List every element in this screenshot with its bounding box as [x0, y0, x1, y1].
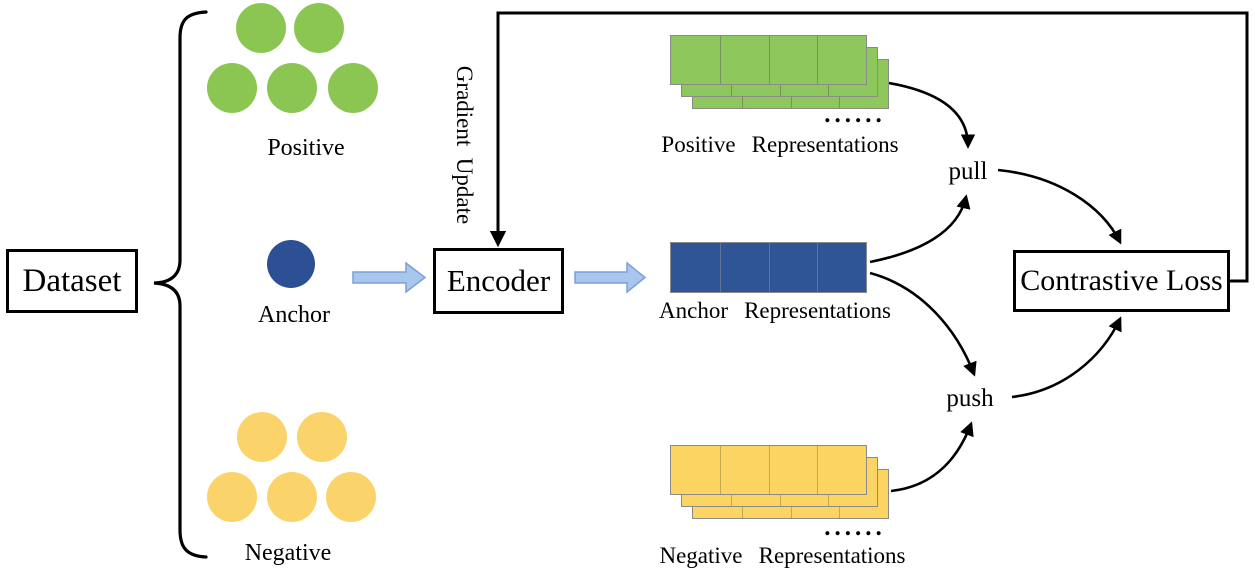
rep-cell [671, 243, 720, 292]
negative-reps-ellipsis: ...... [824, 514, 886, 541]
rep-cell [671, 36, 720, 84]
gradient-update-label: Gradient Update [452, 65, 477, 225]
positive-sample-circle [328, 63, 378, 113]
rep-cell [768, 446, 818, 494]
positive-reps-to-pull-arrow [888, 81, 976, 149]
rep-cell [817, 243, 866, 292]
positive-representations-label: Positive Representations [661, 132, 899, 157]
anchor-reps-to-push-arrow [869, 271, 977, 377]
encoder-label: Encoder [446, 263, 551, 298]
anchor-to-encoder-arrow-icon [352, 261, 427, 294]
positive-sample-circle [294, 3, 344, 53]
negative-samples [207, 412, 376, 522]
rep-cell [817, 36, 866, 84]
positive-reps-ellipsis: ...... [824, 101, 886, 128]
anchor-reps-to-pull-arrow [869, 194, 971, 264]
negative-sample-circle [297, 412, 347, 462]
dataset-brace-icon [153, 10, 208, 559]
encoder-box: Encoder [433, 248, 564, 314]
rep-cell [719, 36, 769, 84]
rep-cell [817, 446, 866, 494]
rep-cell [719, 446, 769, 494]
negative-rep-layer-front [670, 445, 867, 495]
negative-representations-label: Negative Representations [659, 543, 906, 568]
rep-cell [768, 243, 818, 292]
rep-cell [671, 446, 720, 494]
anchor-representations-label: Anchor Representations [659, 298, 891, 323]
negative-group-label: Negative [244, 540, 332, 566]
dataset-box: Dataset [6, 249, 138, 313]
negative-sample-circle [326, 472, 376, 522]
pull-to-loss-arrow [997, 168, 1122, 245]
positive-rep-layer-front [670, 35, 867, 85]
rep-cell [768, 36, 818, 84]
positive-sample-circle [267, 63, 317, 113]
positive-sample-circle [236, 3, 286, 53]
negative-reps-to-push-arrow [890, 421, 974, 493]
anchor-sample-circle [267, 240, 315, 288]
negative-sample-circle [237, 412, 287, 462]
positive-sample-circle [207, 63, 257, 113]
encoder-to-representation-arrow-icon [574, 261, 647, 294]
rep-cell [719, 243, 769, 292]
positive-group-label: Positive [267, 135, 345, 161]
negative-sample-circle [267, 472, 317, 522]
push-to-loss-arrow [1011, 316, 1122, 399]
anchor-group-label: Anchor [258, 302, 330, 328]
anchor-representation-bar [670, 242, 867, 293]
pull-label: pull [948, 158, 988, 185]
gradient-update-feedback-arrow [489, 11, 1249, 283]
dataset-label: Dataset [22, 262, 122, 299]
positive-samples [207, 3, 378, 113]
negative-sample-circle [207, 472, 257, 522]
push-label: push [946, 385, 994, 412]
contrastive-loss-label: Contrastive Loss [1020, 264, 1223, 297]
contrastive-loss-box: Contrastive Loss [1013, 250, 1230, 312]
